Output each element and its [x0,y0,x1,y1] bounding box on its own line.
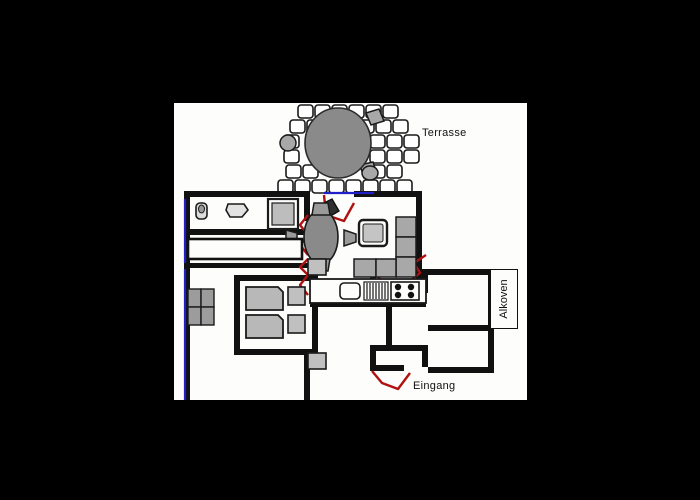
terrace-chair-s [361,165,379,181]
floor-plan-drawing [183,104,494,400]
wardrobe [187,288,215,326]
terrace-round-table [304,107,372,179]
bed-upper [245,286,284,311]
kitchen-units [309,278,427,304]
dining-chair-east [343,228,357,248]
kitchen-sink [339,282,361,300]
bed-lower [245,314,284,339]
shelf-unit [186,237,304,261]
terrace-chairs [279,108,386,181]
dining-chair-north [311,202,331,216]
dishwasher-rack [363,281,389,301]
label-eingang: Eingang [413,380,456,392]
bedroom-furniture [186,237,327,370]
door-entrance [371,370,411,391]
alkoven-label-box: Alkoven [490,269,518,329]
cabinet-below-bed [307,352,327,370]
bathroom-fixtures [195,197,300,231]
nightstand-upper [287,286,306,306]
dining-table [303,209,339,265]
nightstand-lower [287,314,306,334]
sink-icon [225,203,250,218]
label-alkoven: Alkoven [498,279,510,319]
label-terrasse: Terrasse [422,127,467,139]
terrace-chair-ne [364,108,386,126]
windows [183,191,374,400]
terrace-chair-w [279,134,297,152]
floor-plan-sheet: Terrasse Eingang Alkoven [174,103,527,400]
sofa-sectional [353,216,417,278]
stove-cooktop [390,281,420,301]
cabinet-above-bed [307,258,327,276]
